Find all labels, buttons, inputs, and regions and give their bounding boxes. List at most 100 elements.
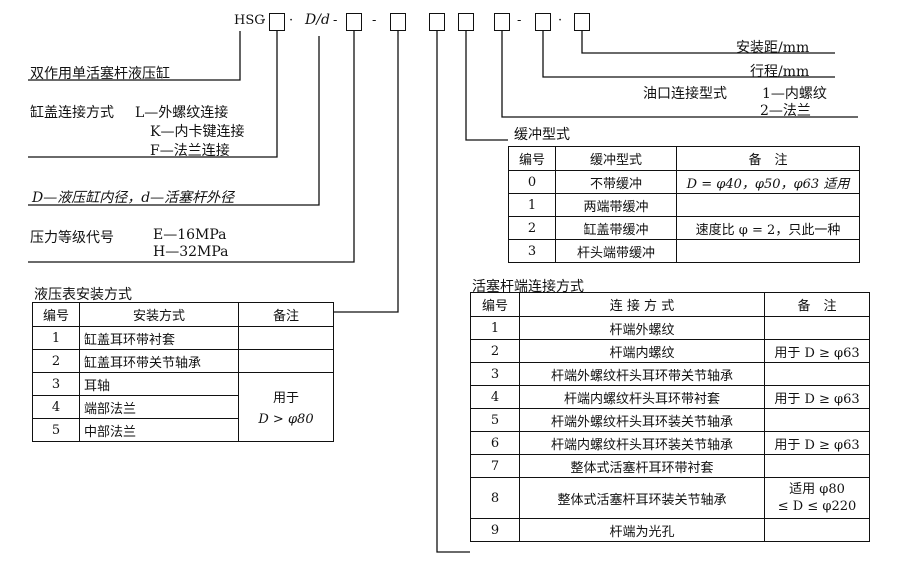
cell-no: 3: [470, 362, 520, 386]
code-box-cover: [269, 13, 285, 31]
cell-no: 1: [32, 326, 80, 350]
col-header: 备 注: [676, 146, 860, 171]
table-row: 5 杆端外螺纹杆头耳环装关节轴承: [470, 408, 870, 432]
cover-L: L—外螺纹连接: [135, 105, 229, 121]
cell-type: 杆端外螺纹杆头耳环带关节轴承: [519, 362, 765, 386]
cell-type: 整体式活塞杆耳环装关节轴承: [519, 477, 765, 519]
cushion-table: 编号 缓冲型式 备 注 0 不带缓冲 D = φ40，φ50，φ63 适用 1 …: [508, 146, 860, 263]
cover-F: F—法兰连接: [150, 143, 230, 159]
cell-no: 8: [470, 477, 520, 519]
cell-note-line1: 适用 φ80: [789, 482, 845, 497]
cell-no: 2: [32, 349, 80, 373]
cell-note: [676, 239, 860, 263]
code-box-mount: [574, 13, 590, 31]
table-row: 7 整体式活塞杆耳环带衬套: [470, 454, 870, 478]
label-port-opt2: 2—法兰: [760, 103, 811, 119]
code-dash: -: [372, 13, 377, 28]
pressure-title: 压力等级代号: [30, 230, 114, 246]
cell-note: [764, 362, 870, 386]
gauge-title: 液压表安装方式: [34, 287, 132, 303]
cell-type: 缸盖带缓冲: [555, 216, 677, 240]
cell-type: 杆端内螺纹杆头耳环装关节轴承: [519, 431, 765, 455]
cell-note: 用于 D ≥ φ63: [764, 431, 870, 455]
code-box-cushion: [458, 13, 474, 31]
cell-note: [238, 349, 334, 373]
table-row: 0 不带缓冲 D = φ40，φ50，φ63 适用: [508, 170, 860, 194]
table-row: 4 端部法兰: [32, 395, 334, 419]
code-dot: ·: [558, 13, 563, 28]
cell-no: 2: [508, 216, 556, 240]
table-row: 2 杆端内螺纹 用于 D ≥ φ63: [470, 339, 870, 363]
cell-type: 杆端外螺纹杆头耳环装关节轴承: [519, 408, 765, 432]
table-row: 2 缸盖耳环带关节轴承: [32, 349, 334, 373]
col-header: 安装方式: [79, 302, 239, 327]
code-dash: -: [517, 13, 522, 28]
cell-type: 耳轴: [79, 372, 239, 396]
merged-note-cell: 用于 D > φ80: [238, 372, 334, 442]
cell-type: 缸盖耳环带关节轴承: [79, 349, 239, 373]
col-header: 连 接 方 式: [519, 292, 765, 317]
cell-note-line2: ≤ D ≤ φ220: [777, 499, 857, 514]
cell-no: 9: [470, 518, 520, 542]
cell-type: 缸盖耳环带衬套: [79, 326, 239, 350]
pressure-H: H—32MPa: [153, 244, 229, 260]
label-port-type: 油口连接型式: [643, 86, 727, 102]
col-header: 编号: [470, 292, 520, 317]
table-row: 1 缸盖耳环带衬套: [32, 326, 334, 350]
cell-no: 1: [470, 316, 520, 340]
code-dot: ·: [262, 13, 267, 28]
cell-no: 6: [470, 431, 520, 455]
table-row: 3 杆头端带缓冲: [508, 239, 860, 263]
cell-note: [764, 454, 870, 478]
code-box-stroke: [535, 13, 551, 31]
cell-no: 7: [470, 454, 520, 478]
table-row: 4 杆端内螺纹杆头耳环带衬套 用于 D ≥ φ63: [470, 385, 870, 409]
cell-no: 4: [32, 395, 80, 419]
cell-no: 4: [470, 385, 520, 409]
cell-type: 杆端外螺纹: [519, 316, 765, 340]
cell-type: 端部法兰: [79, 395, 239, 419]
cell-type: 杆端为光孔: [519, 518, 765, 542]
table-row: 9 杆端为光孔: [470, 518, 870, 542]
rodend-table: 编号 连 接 方 式 备 注 1 杆端外螺纹 2 杆端内螺纹 用于 D ≥ φ6…: [470, 292, 870, 542]
cushion-title: 缓冲型式: [514, 127, 570, 143]
cell-note: 用于 D ≥ φ63: [764, 385, 870, 409]
col-header: 编号: [32, 302, 80, 327]
cell-note: D = φ40，φ50，φ63 适用: [676, 170, 860, 194]
cell-note: [764, 408, 870, 432]
cell-type: 整体式活塞杆耳环带衬套: [519, 454, 765, 478]
cell-type: 杆头端带缓冲: [555, 239, 677, 263]
table-header-row: 编号 缓冲型式 备 注: [508, 146, 860, 171]
cell-note: [764, 518, 870, 542]
table-header-row: 编号 安装方式 备注: [32, 302, 334, 327]
table-row: 8 整体式活塞杆耳环装关节轴承 适用 φ80 ≤ D ≤ φ220: [470, 477, 870, 519]
table-row: 1 两端带缓冲: [508, 193, 860, 217]
table-row: 3 杆端外螺纹杆头耳环带关节轴承: [470, 362, 870, 386]
code-dash: -: [333, 13, 338, 28]
table-row: 6 杆端内螺纹杆头耳环装关节轴承 用于 D ≥ φ63: [470, 431, 870, 455]
code-box-rodend: [429, 13, 445, 31]
cell-note: [676, 193, 860, 217]
cell-note: [238, 326, 334, 350]
col-header: 备 注: [764, 292, 870, 317]
label-port-opt1: 1—内螺纹: [762, 86, 827, 102]
cell-no: 1: [508, 193, 556, 217]
cell-type: 杆端内螺纹: [519, 339, 765, 363]
diameter-label: D—液压缸内径，d—活塞杆外径: [32, 190, 235, 206]
table-row: 2 缸盖带缓冲 速度比 φ = 2，只此一种: [508, 216, 860, 240]
table-row: 3 耳轴 用于 D > φ80: [32, 372, 334, 442]
table-row: 5 中部法兰: [32, 418, 334, 442]
cell-no: 3: [32, 372, 80, 396]
cell-type: 两端带缓冲: [555, 193, 677, 217]
label-mount-distance: 安装距/mm: [736, 40, 810, 56]
cell-type: 不带缓冲: [555, 170, 677, 194]
col-header: 缓冲型式: [555, 146, 677, 171]
cover-title: 缸盖连接方式: [30, 105, 114, 121]
col-header: 备注: [238, 302, 334, 327]
code-dd: D/d: [305, 12, 330, 28]
cell-note: [764, 316, 870, 340]
cell-type: 杆端内螺纹杆头耳环带衬套: [519, 385, 765, 409]
code-box-pressure: [346, 13, 362, 31]
table-header-row: 编号 连 接 方 式 备 注: [470, 292, 870, 317]
cell-no: 2: [470, 339, 520, 363]
